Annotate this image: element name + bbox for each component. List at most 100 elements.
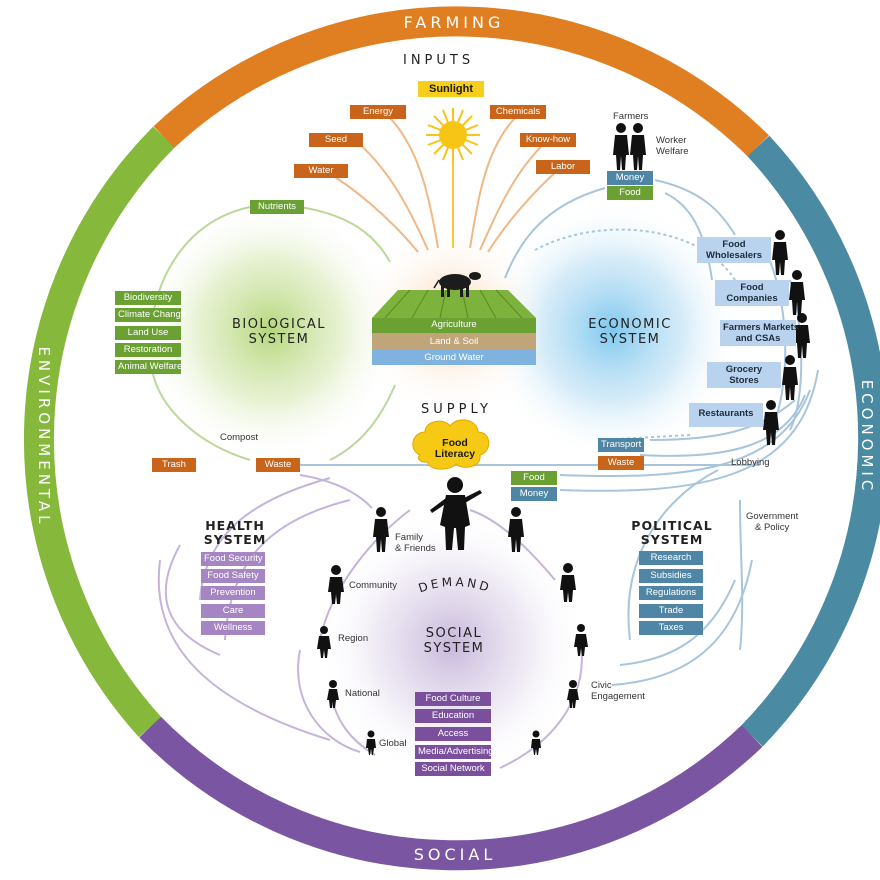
civic-line-1: Civic: [591, 680, 612, 691]
social-person-icon-right-2: [560, 563, 576, 602]
economic-waste-tag: Waste: [598, 456, 644, 470]
social-item: Food Culture: [415, 692, 491, 706]
center-waste-tag: Waste: [256, 458, 300, 472]
chemicals-tag: Chemicals: [490, 105, 546, 119]
compost-label: Compost: [220, 432, 259, 443]
global-label: Global: [379, 738, 407, 749]
water-tag: Water: [294, 164, 348, 178]
political-item: Subsidies: [639, 569, 703, 583]
farmers-markets-line-2: and CSAs: [735, 333, 781, 344]
political-item: Taxes: [639, 621, 703, 635]
nutrients-tag: Nutrients: [250, 200, 304, 214]
farmer-person-icon-1: [613, 123, 629, 170]
biological-item: Biodiversity: [115, 291, 181, 305]
family-person-icon: [373, 507, 389, 552]
civic-line-2: Engagement: [591, 691, 645, 702]
social-person-icon-right-4: [531, 730, 541, 755]
community-label: Community: [349, 580, 398, 591]
ring-environmental: [23, 126, 175, 738]
health-title: HEALTH SYSTEM: [190, 519, 280, 547]
sunlight-tag: Sunlight: [418, 81, 484, 97]
worker-welfare-label: Worker Welfare: [656, 135, 689, 157]
demand-heading: DEMAND: [417, 575, 494, 596]
food-wholesalers-tag: Food Wholesalers: [697, 237, 771, 263]
social-item: Education: [415, 709, 491, 723]
food-companies-line-1: Food: [740, 282, 764, 293]
biological-glow: [140, 200, 400, 460]
center-money-tag: Money: [511, 487, 557, 501]
transport-tag: Transport: [598, 438, 644, 452]
grocery-stores-line-1: Grocery: [725, 364, 763, 375]
biological-title: BIOLOGICAL SYSTEM: [224, 317, 334, 347]
outer-ring: [23, 6, 880, 871]
health-item: Food Safety: [201, 569, 265, 583]
farm-field: [372, 289, 536, 365]
biological-item: Climate Change: [115, 308, 186, 322]
biological-item: Animal Welfare: [115, 360, 182, 374]
national-person-icon: [327, 680, 339, 708]
seed-tag: Seed: [309, 133, 363, 147]
social-glow: [317, 510, 587, 780]
worker-welfare-line-1: Worker: [656, 135, 687, 146]
government-line-1: Government: [746, 511, 799, 522]
economic-title-line-1: ECONOMIC: [588, 317, 672, 332]
ring-social: [139, 716, 763, 871]
ring-economic: [741, 135, 880, 747]
political-item: Research: [639, 551, 703, 565]
worker-welfare-line-2: Welfare: [656, 146, 689, 157]
social-person-icon-right-1: [508, 507, 524, 552]
political-item: Regulations: [639, 586, 703, 600]
biological-item: Land Use: [115, 326, 181, 340]
civic-person-icon: [567, 680, 579, 708]
ground-water-label: Ground Water: [424, 352, 484, 363]
health-item: Food Security: [201, 552, 265, 566]
trash-tag: Trash: [152, 458, 196, 472]
family-friends-label: Family & Friends: [395, 532, 436, 554]
farmers-money-tag: Money: [607, 171, 653, 185]
national-label: National: [345, 688, 380, 699]
sun-icon: [426, 108, 480, 162]
economic-title: ECONOMIC SYSTEM: [575, 317, 685, 347]
lobbying-label: Lobbying: [731, 457, 770, 468]
ring-economic-label: ECONOMIC: [858, 380, 876, 495]
food-literacy-line-1: Food: [442, 437, 468, 449]
social-item: Access: [415, 727, 491, 741]
grocery-person-icon: [782, 355, 798, 400]
civic-engagement-label: Civic Engagement: [591, 680, 645, 702]
economic-glow: [482, 200, 742, 460]
biological-item: Restoration: [115, 343, 181, 357]
political-title: POLITICAL SYSTEM: [626, 519, 718, 547]
labor-tag: Labor: [536, 160, 590, 174]
social-title-line-1: SOCIAL: [425, 626, 483, 641]
people-icons: [317, 123, 810, 755]
global-person-icon: [366, 730, 376, 755]
wholesaler-person-icon: [772, 230, 788, 275]
food-wholesalers-line-2: Wholesalers: [706, 250, 762, 261]
farmers-label: Farmers: [613, 111, 649, 122]
market-person-icon: [794, 313, 810, 358]
government-policy-label: Government & Policy: [746, 511, 798, 533]
social-title-line-2: SYSTEM: [423, 641, 485, 656]
cow-icon: [433, 272, 481, 297]
food-wholesalers-line-1: Food: [722, 239, 746, 250]
agriculture-label: Agriculture: [431, 319, 477, 330]
political-title-line-1: POLITICAL: [631, 518, 713, 533]
health-title-line-2: SYSTEM: [203, 532, 267, 547]
food-companies-line-2: Companies: [726, 293, 778, 304]
community-person-icon: [328, 565, 344, 604]
grocery-stores-line-2: Stores: [729, 375, 759, 386]
food-literacy-label: Food Literacy: [420, 438, 490, 460]
biological-title-line-1: BIOLOGICAL: [231, 317, 327, 332]
restaurants-tag: Restaurants: [689, 403, 763, 427]
inputs-heading: INPUTS: [403, 53, 475, 68]
farmers-markets-line-1: Farmers Markets: [723, 322, 800, 333]
farmers-food-tag: Food: [607, 186, 653, 200]
political-item: Trade: [639, 604, 703, 618]
restaurant-person-icon: [763, 400, 779, 445]
government-line-2: & Policy: [754, 522, 790, 533]
food-companies-tag: Food Companies: [715, 280, 789, 306]
health-item: Wellness: [201, 621, 265, 635]
ring-farming-label: FARMING: [404, 13, 505, 32]
